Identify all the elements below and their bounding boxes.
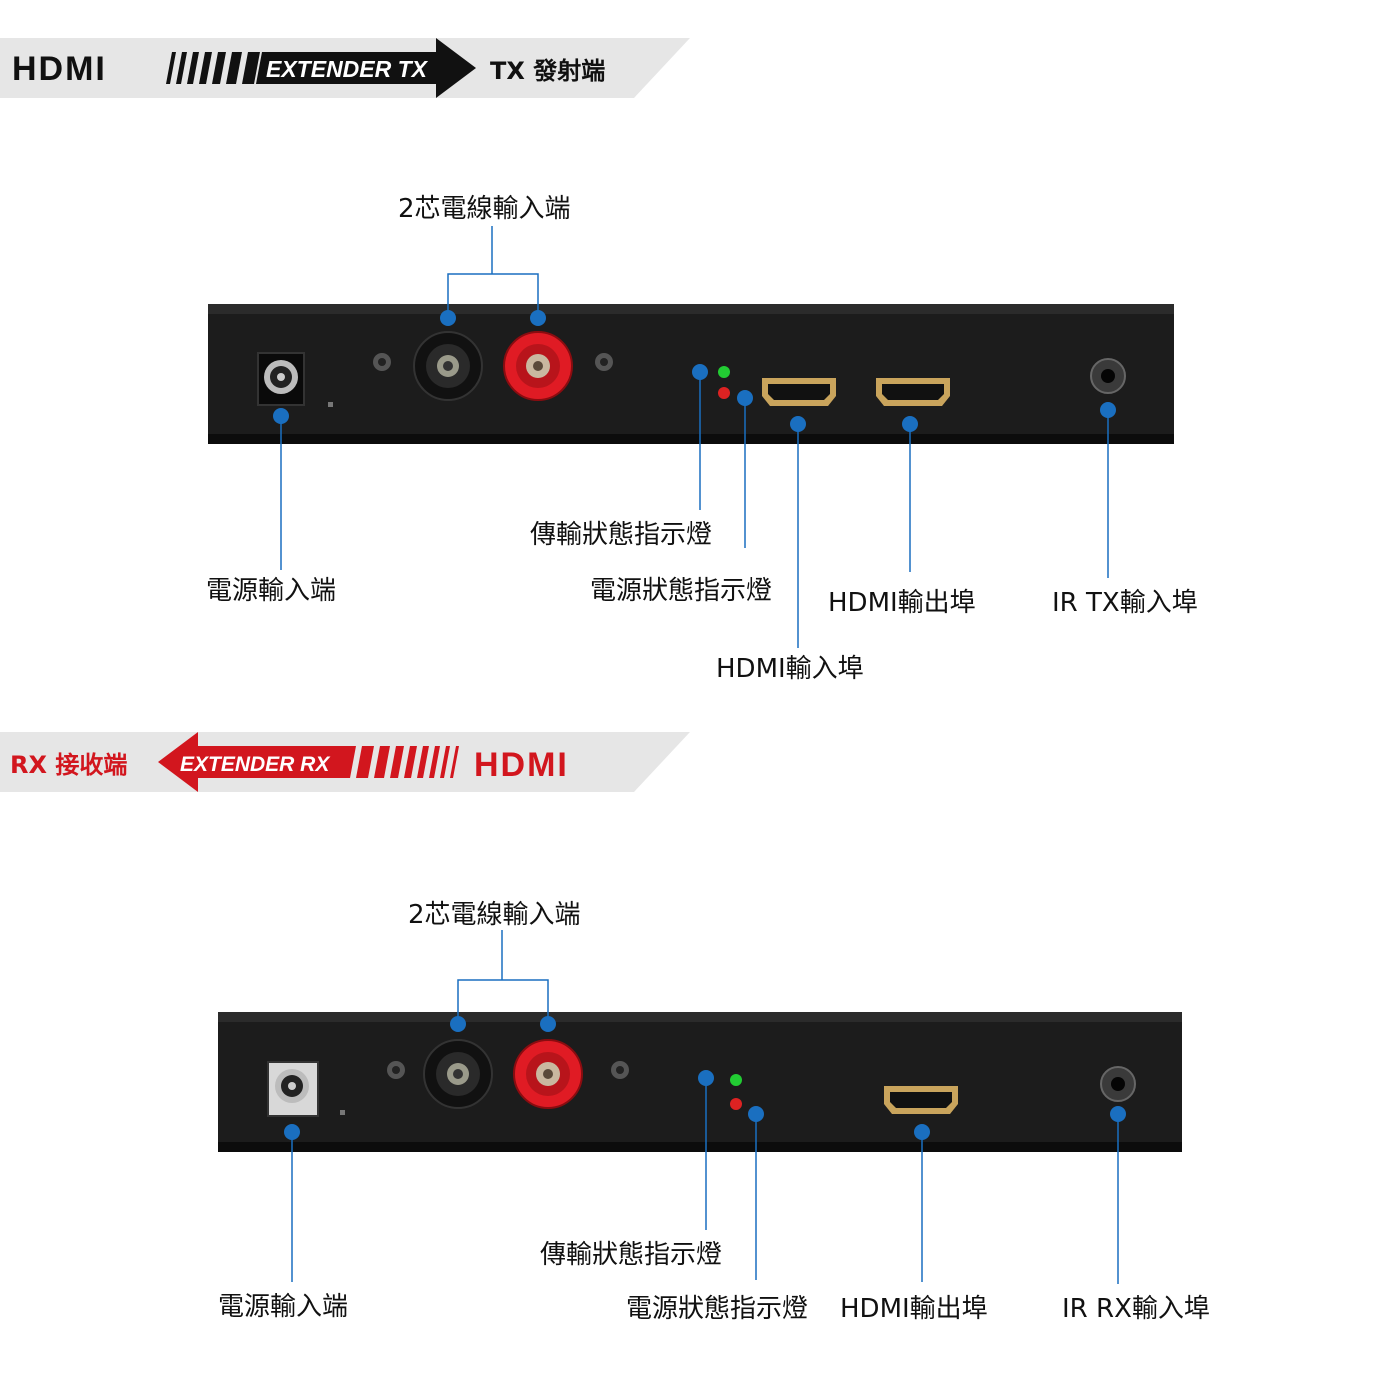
tx-led-red xyxy=(718,387,730,399)
tx-device-panel xyxy=(208,304,1174,444)
tx-dc-power-jack xyxy=(257,352,333,407)
tx-label-ir-port: IR TX輸入埠 xyxy=(1052,588,1198,618)
rx-callouts xyxy=(291,930,1119,1284)
rx-binding-post-black xyxy=(423,1039,493,1109)
rx-led-red xyxy=(730,1098,742,1110)
tx-arrow-text: EXTENDER TX xyxy=(266,56,429,82)
tx-title: TX 發射端 xyxy=(490,57,605,85)
rx-screw-right xyxy=(611,1061,629,1079)
tx-label-transmission-led: 傳輸狀態指示燈 xyxy=(530,520,713,550)
tx-led-green xyxy=(718,366,730,378)
rx-label-power-led: 電源狀態指示燈 xyxy=(626,1294,809,1324)
tx-ir-jack xyxy=(1090,358,1126,394)
tx-hdmi-output-port xyxy=(876,378,950,406)
rx-arrow-shape xyxy=(158,732,356,792)
tx-callout-dots xyxy=(273,310,1116,432)
tx-screw-right xyxy=(595,353,613,371)
rx-led-green xyxy=(730,1074,742,1086)
rx-screw-left xyxy=(387,1061,405,1079)
rx-label-transmission-led: 傳輸狀態指示燈 xyxy=(540,1240,723,1270)
tx-label-power-led: 電源狀態指示燈 xyxy=(590,576,773,606)
tx-arrow-shape xyxy=(256,38,476,98)
tx-callouts xyxy=(280,226,1109,648)
rx-hdmi-logo: HDMI xyxy=(474,746,569,784)
rx-label-power-input: 電源輸入端 xyxy=(218,1292,349,1322)
svg-text:HDMI: HDMI xyxy=(12,50,107,88)
tx-label-twin-wire-input: 2芯電線輸入端 xyxy=(398,194,571,224)
tx-label-hdmi-input: HDMI輸入埠 xyxy=(716,654,864,684)
rx-title: RX 接收端 xyxy=(10,751,127,779)
rx-arrow-text: EXTENDER RX xyxy=(180,753,331,776)
svg-text:HDMI: HDMI xyxy=(474,746,569,784)
rx-label-hdmi-output: HDMI輸出埠 xyxy=(840,1294,988,1324)
rx-dc-power-jack xyxy=(267,1061,345,1117)
rx-stripes xyxy=(356,746,459,778)
rx-binding-post-red xyxy=(513,1039,583,1109)
tx-label-hdmi-output: HDMI輸出埠 xyxy=(828,588,976,618)
rx-ir-jack xyxy=(1100,1066,1136,1102)
tx-hdmi-logo: HDMI xyxy=(12,50,107,88)
tx-label-power-input: 電源輸入端 xyxy=(206,576,337,606)
tx-binding-post-black xyxy=(413,331,483,401)
rx-label-twin-wire-input: 2芯電線輸入端 xyxy=(408,900,581,930)
rx-callout-dots xyxy=(284,1016,1126,1140)
tx-hdmi-input-port xyxy=(762,378,836,406)
rx-hdmi-output-port xyxy=(884,1086,958,1114)
rx-label-ir-port: IR RX輸入埠 xyxy=(1062,1294,1210,1324)
tx-binding-post-red xyxy=(503,331,573,401)
tx-stripes xyxy=(166,52,260,84)
tx-screw-left xyxy=(373,353,391,371)
